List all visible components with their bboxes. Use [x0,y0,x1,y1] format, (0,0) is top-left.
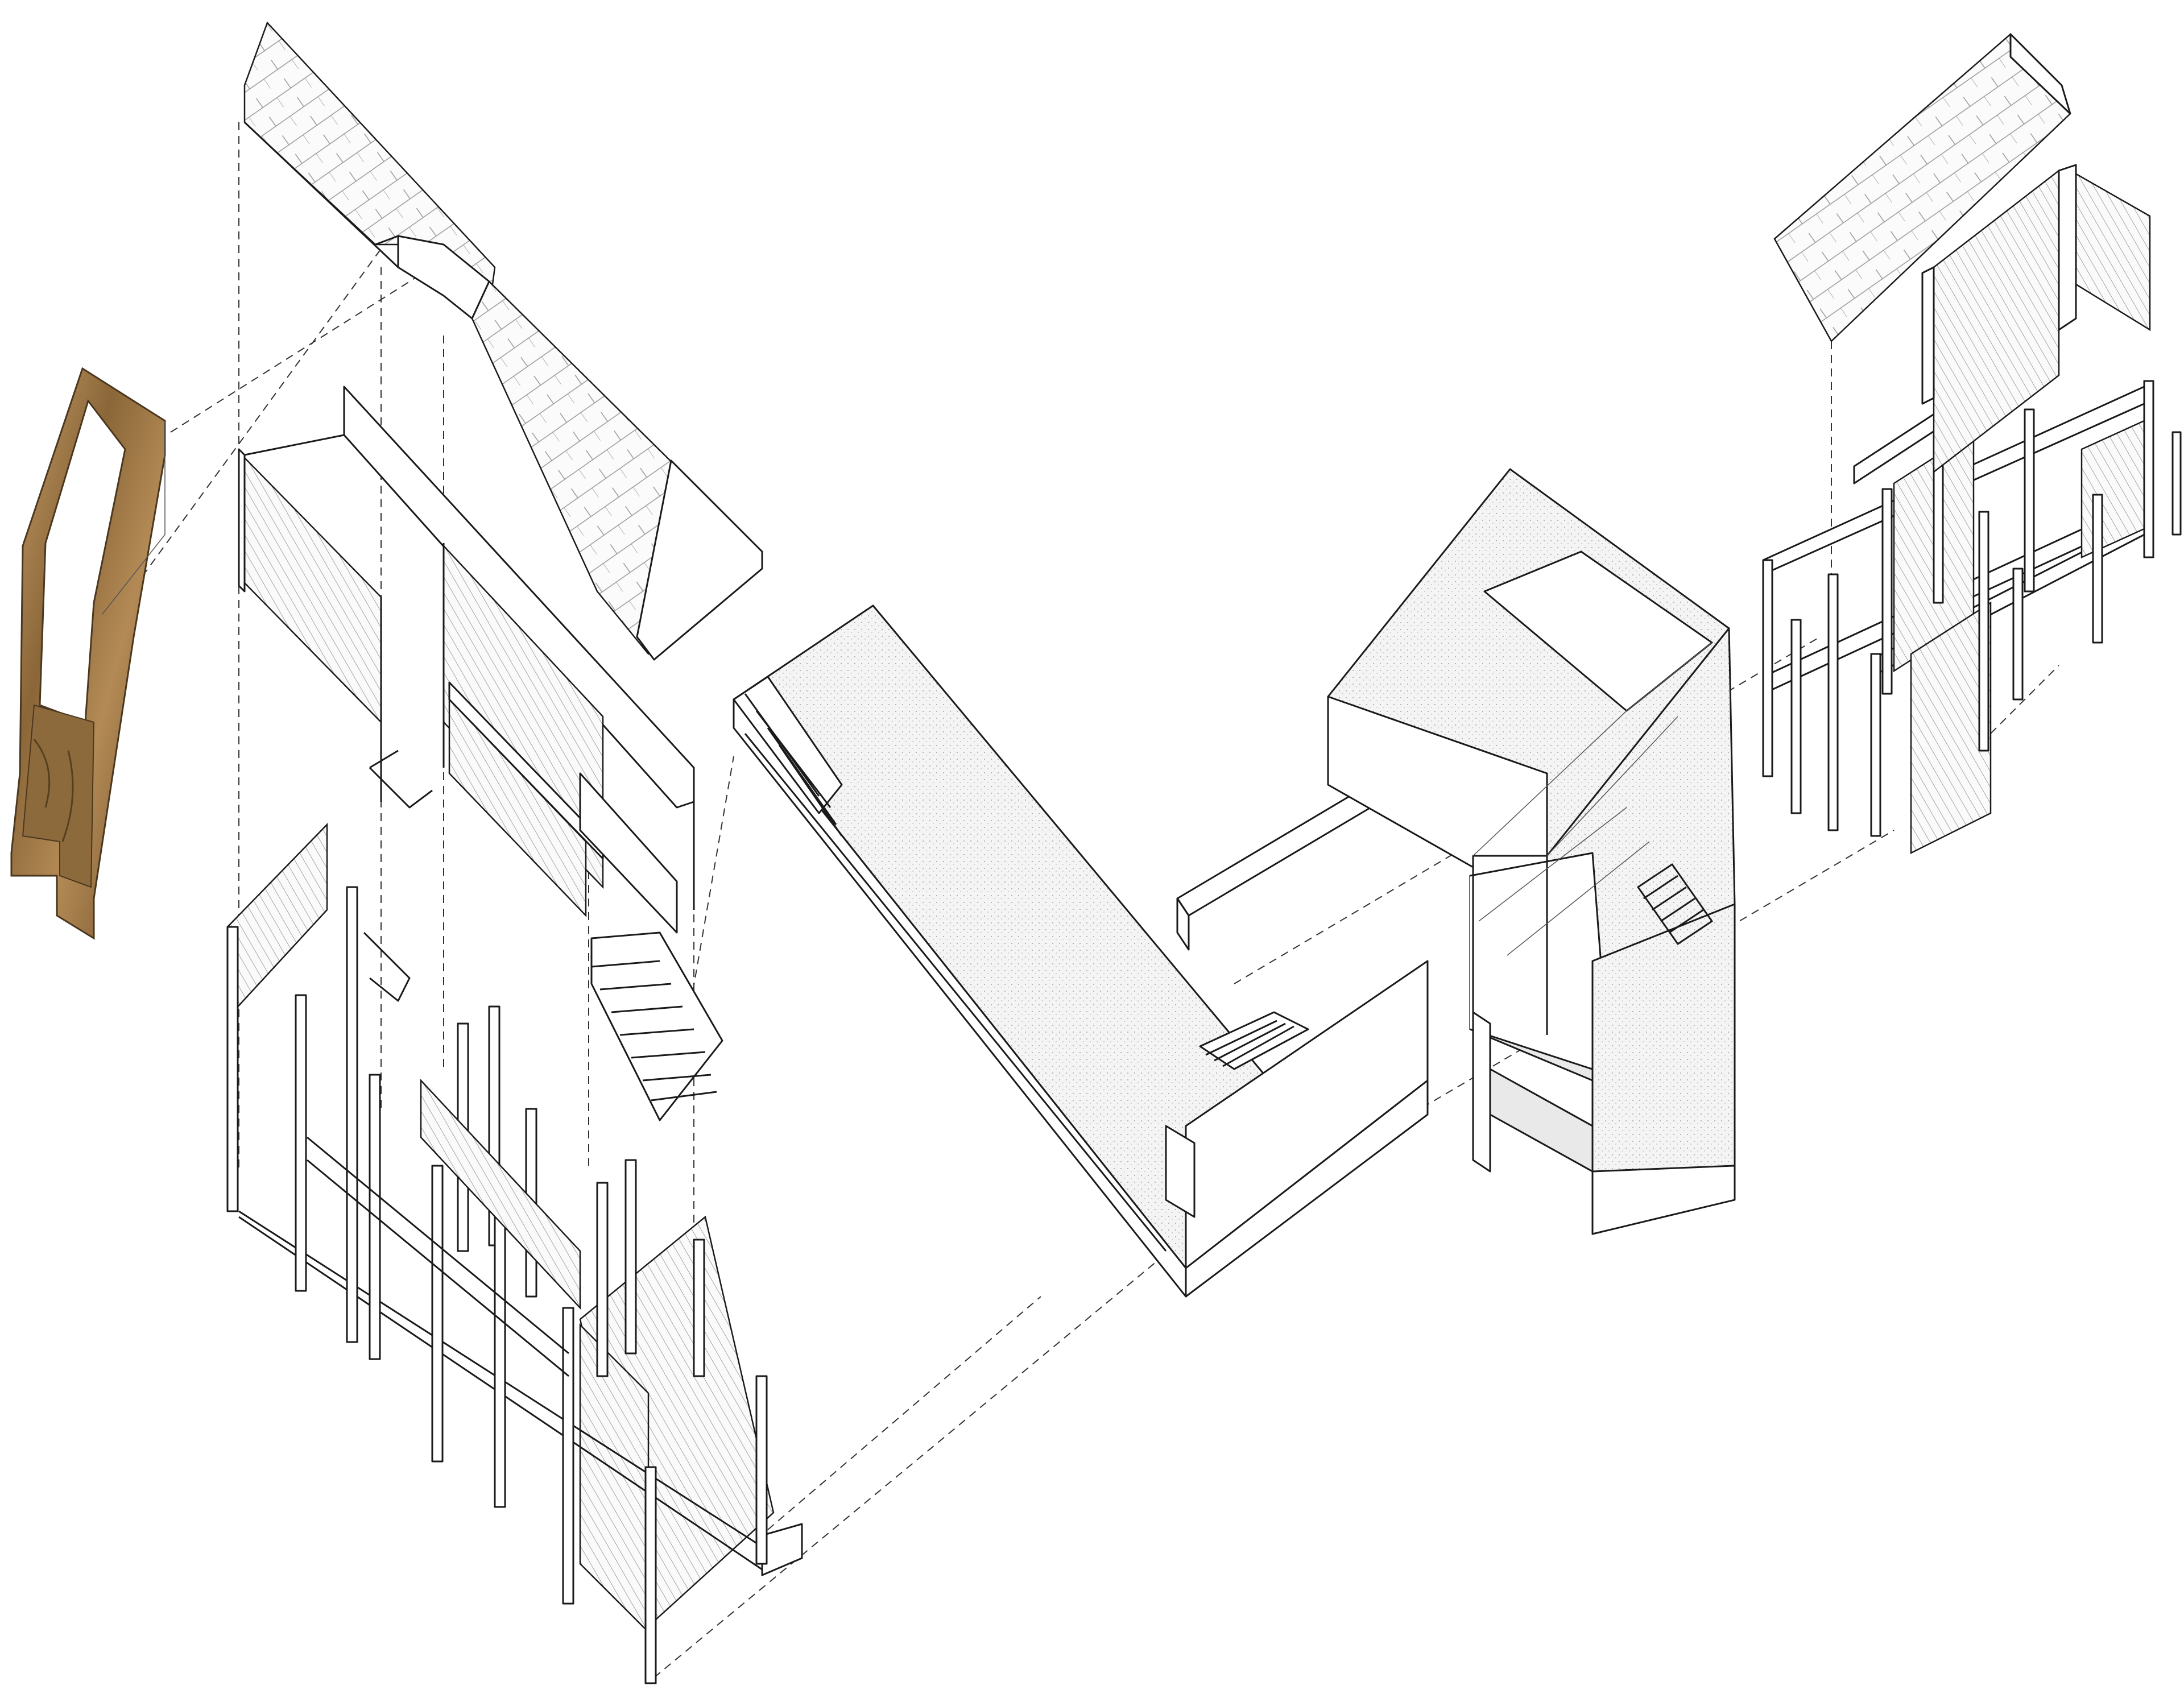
marble-screen [10,367,166,940]
roof-left [243,21,763,661]
foundation-platform [733,604,1429,1298]
lower-frame-left [226,822,803,1684]
upper-floor-frame-left [238,386,695,934]
courtyard-volume [1327,468,1736,1235]
stair-left [590,931,723,1121]
timber-frame-right [1762,368,2182,855]
roof-right [1773,33,2151,474]
